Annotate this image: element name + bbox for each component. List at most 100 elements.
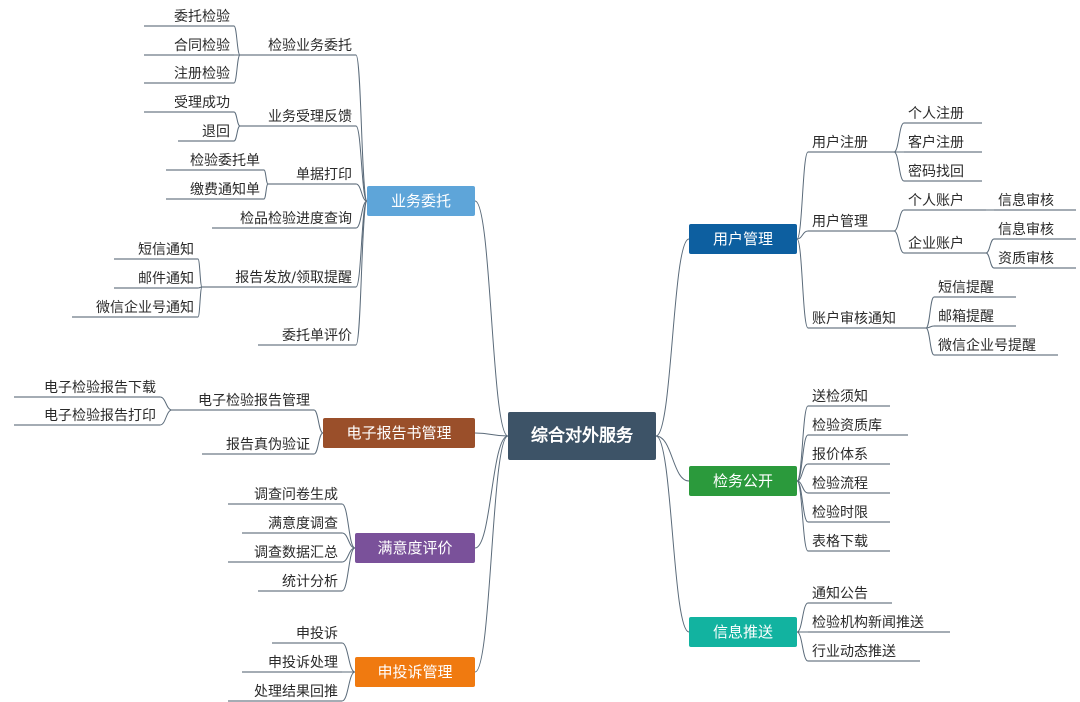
connector-line <box>474 200 509 437</box>
connector-line <box>263 183 269 200</box>
connector-line <box>197 286 203 318</box>
topic-yonghu-zhuce: 用户注册 <box>812 134 868 151</box>
leaf-baogao_fafang-1: 邮件通知 <box>138 270 194 287</box>
connector-line <box>474 435 509 673</box>
connector-line <box>233 111 241 127</box>
branch-dianzi-label: 电子报告书管理 <box>346 424 451 442</box>
leaf-jianwu-2: 报价体系 <box>812 447 868 463</box>
leaf-qiye-0: 信息审核 <box>998 221 1054 238</box>
topic-yonghu-guanli: 用户管理 <box>812 213 868 230</box>
leaf-jianwu-1: 检验资质库 <box>812 418 882 434</box>
branch-yonghu-box[interactable] <box>689 224 797 254</box>
connector-line <box>313 432 324 455</box>
leaf-tongzhi-1: 邮箱提醒 <box>938 309 994 325</box>
leaf-geren-0: 信息审核 <box>998 192 1054 209</box>
connector-line <box>655 435 690 482</box>
connector-line <box>159 409 173 426</box>
leaf-manyi-2: 调查数据汇总 <box>254 545 338 561</box>
branch-jianwu-box[interactable] <box>689 466 797 496</box>
leaf-jianwu-3: 检验流程 <box>812 476 868 492</box>
connector-line <box>474 432 509 437</box>
leaf-tongzhi-2: 微信企业号提醒 <box>938 337 1036 354</box>
connector-line <box>796 463 809 482</box>
connector-line <box>893 151 905 182</box>
connector-line <box>341 532 356 549</box>
leaf-xinxi-0: 通知公告 <box>812 585 868 602</box>
leaf-jianyan_weituo-2: 注册检验 <box>174 66 230 82</box>
central-topic-label: 综合对外服务 <box>531 425 634 446</box>
leaf-zhuce-0: 个人注册 <box>908 106 964 122</box>
connector-line <box>159 396 173 411</box>
leaf-manyi-0: 调查问卷生成 <box>254 487 338 503</box>
branch-dianzi-box[interactable] <box>323 418 475 448</box>
connector-line <box>796 602 809 633</box>
leaf-zhuce-2: 密码找回 <box>908 163 964 180</box>
leaf-shouli_fankui-0: 受理成功 <box>174 95 230 111</box>
connector-line <box>796 151 809 240</box>
leaf-manyi-1: 满意度调查 <box>268 515 338 532</box>
leaf-xinxi-1: 检验机构新闻推送 <box>812 615 924 631</box>
topic-shouli_fankui: 业务受理反馈 <box>268 109 352 125</box>
branch-manyi-box[interactable] <box>355 533 475 563</box>
topic-jindu_chaxun: 检品检验进度查询 <box>240 211 352 227</box>
connector-line <box>925 296 935 329</box>
leaf-manyi-3: 统计分析 <box>282 574 338 590</box>
branch-xinxi-label: 信息推送 <box>713 623 773 641</box>
connector-line <box>925 325 935 329</box>
mindmap-nodes: 检验业务委托业务受理反馈单据打印检品检验进度查询报告发放/领取提醒委托单评价委托… <box>14 9 1076 702</box>
connector-line <box>655 238 690 437</box>
topic-baogao_guanli: 电子检验报告管理 <box>198 393 310 409</box>
leaf-jianwu-0: 送检须知 <box>812 388 868 405</box>
leaf-xinxi-2: 行业动态推送 <box>812 644 896 660</box>
topic-pingjia: 委托单评价 <box>282 328 352 344</box>
leaf-jianwu-5: 表格下载 <box>812 534 868 550</box>
leaf-tousu-0: 申投诉 <box>296 626 338 642</box>
topic-qiye: 企业账户 <box>908 235 964 252</box>
connector-line <box>796 238 809 329</box>
leaf-shouli_fankui-1: 退回 <box>202 124 230 140</box>
branch-jianwu-label: 检务公开 <box>713 472 773 490</box>
connector-line <box>341 503 356 549</box>
connector-line <box>893 122 905 153</box>
branch-yewu-label: 业务委托 <box>391 192 451 210</box>
connector-line <box>233 54 241 84</box>
connector-line <box>355 200 368 346</box>
leaf-baogao-guanli-1: 电子检验报告打印 <box>44 407 156 424</box>
connector-line <box>233 125 241 142</box>
connector-line <box>925 327 935 356</box>
branch-yewu-box[interactable] <box>367 186 475 216</box>
connector-line <box>313 409 324 434</box>
connector-line <box>341 547 356 592</box>
leaf-tongzhi-0: 短信提醒 <box>938 280 994 296</box>
connector-line <box>796 230 809 240</box>
leaf-baogao_fafang-2: 微信企业号通知 <box>96 299 194 316</box>
leaf-jianyan_weituo-1: 合同检验 <box>174 38 230 54</box>
connector-line <box>474 435 509 549</box>
leaf-danju_dayin-1: 缴费通知单 <box>190 181 260 198</box>
connector-line <box>796 434 809 482</box>
connector-line <box>355 54 368 202</box>
connector-line <box>341 671 356 702</box>
connector-line <box>233 25 241 56</box>
leaf-qiye-1: 资质审核 <box>998 251 1054 267</box>
leaf-danju_dayin-0: 检验委托单 <box>190 153 260 169</box>
branch-yonghu-label: 用户管理 <box>713 230 773 248</box>
connector-line <box>796 405 809 482</box>
branch-xinxi-box[interactable] <box>689 617 797 647</box>
topic-danju_dayin: 单据打印 <box>296 166 352 183</box>
connector-line <box>893 209 905 232</box>
connector-line <box>985 238 995 254</box>
branch-tousu-box[interactable] <box>355 657 475 687</box>
connector-line <box>355 183 368 202</box>
leaf-tousu-1: 申投诉处理 <box>268 655 338 671</box>
connector-line <box>355 125 368 202</box>
branch-tousu-label: 申投诉管理 <box>377 663 452 681</box>
topic-yanzheng: 报告真伪验证 <box>226 437 310 453</box>
connector-line <box>263 169 269 185</box>
central-topic-box[interactable] <box>508 412 656 460</box>
connector-line <box>985 252 995 269</box>
leaf-jianyan_weituo-0: 委托检验 <box>174 9 230 25</box>
leaf-jianwu-4: 检验时限 <box>812 505 868 521</box>
connector-lines <box>159 25 995 702</box>
connector-line <box>796 631 809 662</box>
